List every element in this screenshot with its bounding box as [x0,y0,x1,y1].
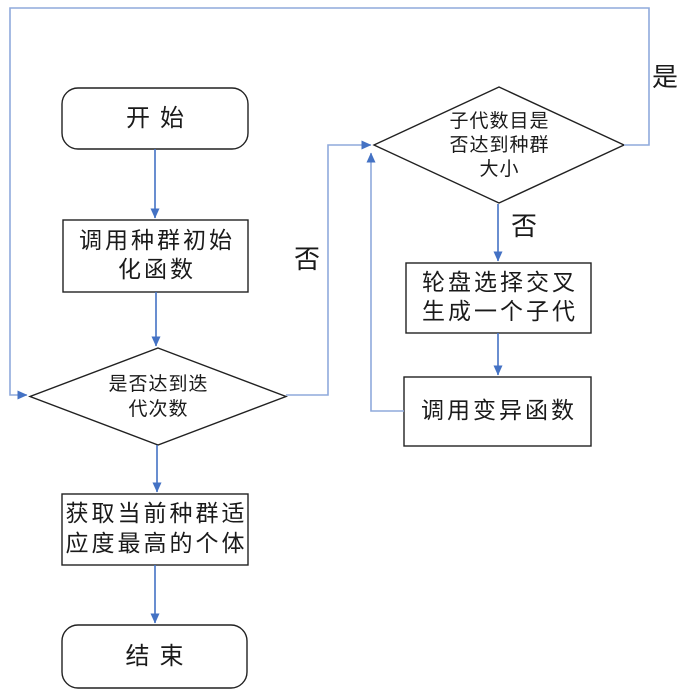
shape-start [61,87,249,150]
shape-best-individual [61,493,249,566]
edge-mutation-to-offspring-check [366,152,404,412]
edge-iteration-no-to-offspring [286,140,372,396]
shape-iteration-check [28,347,288,446]
shape-crossover [405,262,592,334]
shape-init-population [62,219,249,293]
shape-mutation [403,376,592,447]
edge-offspring-yes-to-iteration [9,7,650,400]
shape-end [61,624,248,689]
shape-offspring-check [372,86,626,204]
